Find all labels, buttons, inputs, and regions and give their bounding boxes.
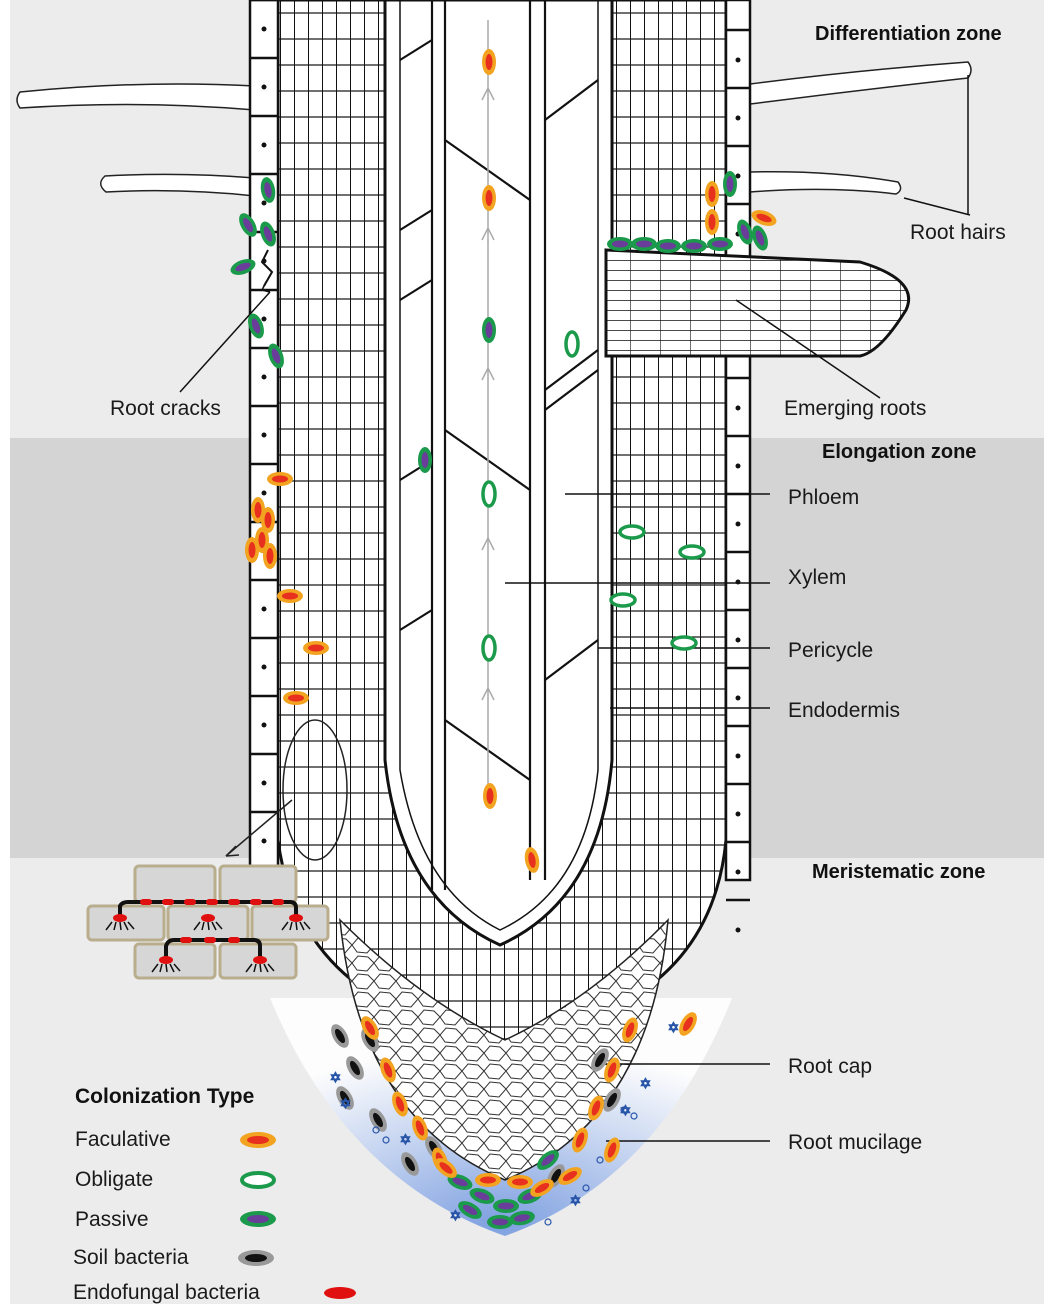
legend-label-soil: Soil bacteria xyxy=(73,1246,189,1269)
legend-swatch-facultative xyxy=(240,1132,276,1148)
obligate-bacterium xyxy=(680,546,704,558)
svg-text:✡: ✡ xyxy=(640,1076,651,1091)
obligate-bacterium xyxy=(483,482,495,506)
label-root-cap: Root cap xyxy=(788,1055,872,1078)
obligate-bacterium xyxy=(566,332,578,356)
facultative-bacterium xyxy=(245,537,259,563)
emerging-lateral-root xyxy=(606,250,909,356)
passive-bacterium xyxy=(418,447,432,473)
passive-bacterium xyxy=(631,237,657,251)
passive-bacterium xyxy=(655,239,681,253)
label-root-mucilage: Root mucilage xyxy=(788,1131,922,1154)
passive-bacterium xyxy=(723,171,737,197)
zone-label-meristematic: Meristematic zone xyxy=(812,861,985,883)
label-pericycle: Pericycle xyxy=(788,639,873,662)
vascular-cylinder xyxy=(385,0,612,945)
legend-label-obligate: Obligate xyxy=(75,1168,153,1191)
svg-text:✡: ✡ xyxy=(668,1020,679,1035)
passive-bacterium xyxy=(493,1199,519,1213)
label-xylem: Xylem xyxy=(788,566,846,589)
legend-swatch-obligate xyxy=(242,1173,274,1187)
legend-label-facultative: Faculative xyxy=(75,1128,171,1151)
facultative-bacterium xyxy=(475,1173,501,1187)
facultative-bacterium xyxy=(263,543,277,569)
facultative-bacterium xyxy=(482,185,496,211)
legend-label-passive: Passive xyxy=(75,1208,149,1231)
facultative-bacterium xyxy=(277,589,303,603)
epidermis-right xyxy=(726,0,750,933)
facultative-bacterium xyxy=(482,49,496,75)
passive-bacterium xyxy=(707,237,733,251)
svg-text:✡: ✡ xyxy=(400,1132,411,1147)
svg-text:✡: ✡ xyxy=(330,1070,341,1085)
obligate-bacterium xyxy=(611,594,635,606)
legend-title: Colonization Type xyxy=(75,1085,254,1108)
svg-text:✡: ✡ xyxy=(340,1096,351,1111)
passive-bacterium xyxy=(681,239,707,253)
label-root-cracks: Root cracks xyxy=(110,397,221,420)
zone-label-differentiation: Differentiation zone xyxy=(815,23,1002,45)
facultative-bacterium xyxy=(705,181,719,207)
svg-text:✡: ✡ xyxy=(570,1193,581,1208)
passive-bacterium xyxy=(482,317,496,343)
label-endodermis: Endodermis xyxy=(788,699,900,722)
obligate-bacterium xyxy=(672,637,696,649)
legend-swatch-passive xyxy=(240,1211,276,1227)
obligate-bacterium xyxy=(620,526,644,538)
facultative-bacterium xyxy=(283,691,309,705)
label-root-hairs: Root hairs xyxy=(910,221,1006,244)
epidermis-left xyxy=(250,0,278,902)
zone-label-elongation: Elongation zone xyxy=(822,441,976,463)
legend-label-endofungal: Endofungal bacteria xyxy=(73,1281,260,1304)
facultative-bacterium xyxy=(507,1175,533,1189)
legend-swatch-soil xyxy=(238,1250,274,1266)
facultative-bacterium xyxy=(303,641,329,655)
obligate-bacterium xyxy=(483,636,495,660)
svg-text:✡: ✡ xyxy=(450,1208,461,1223)
legend-swatch-endofungal xyxy=(324,1287,356,1299)
label-emerging-roots: Emerging roots xyxy=(784,397,926,420)
facultative-bacterium xyxy=(483,783,497,809)
facultative-bacterium xyxy=(705,209,719,235)
facultative-bacterium xyxy=(267,472,293,486)
label-phloem: Phloem xyxy=(788,486,859,509)
passive-bacterium xyxy=(607,237,633,251)
passive-bacterium xyxy=(487,1215,513,1229)
